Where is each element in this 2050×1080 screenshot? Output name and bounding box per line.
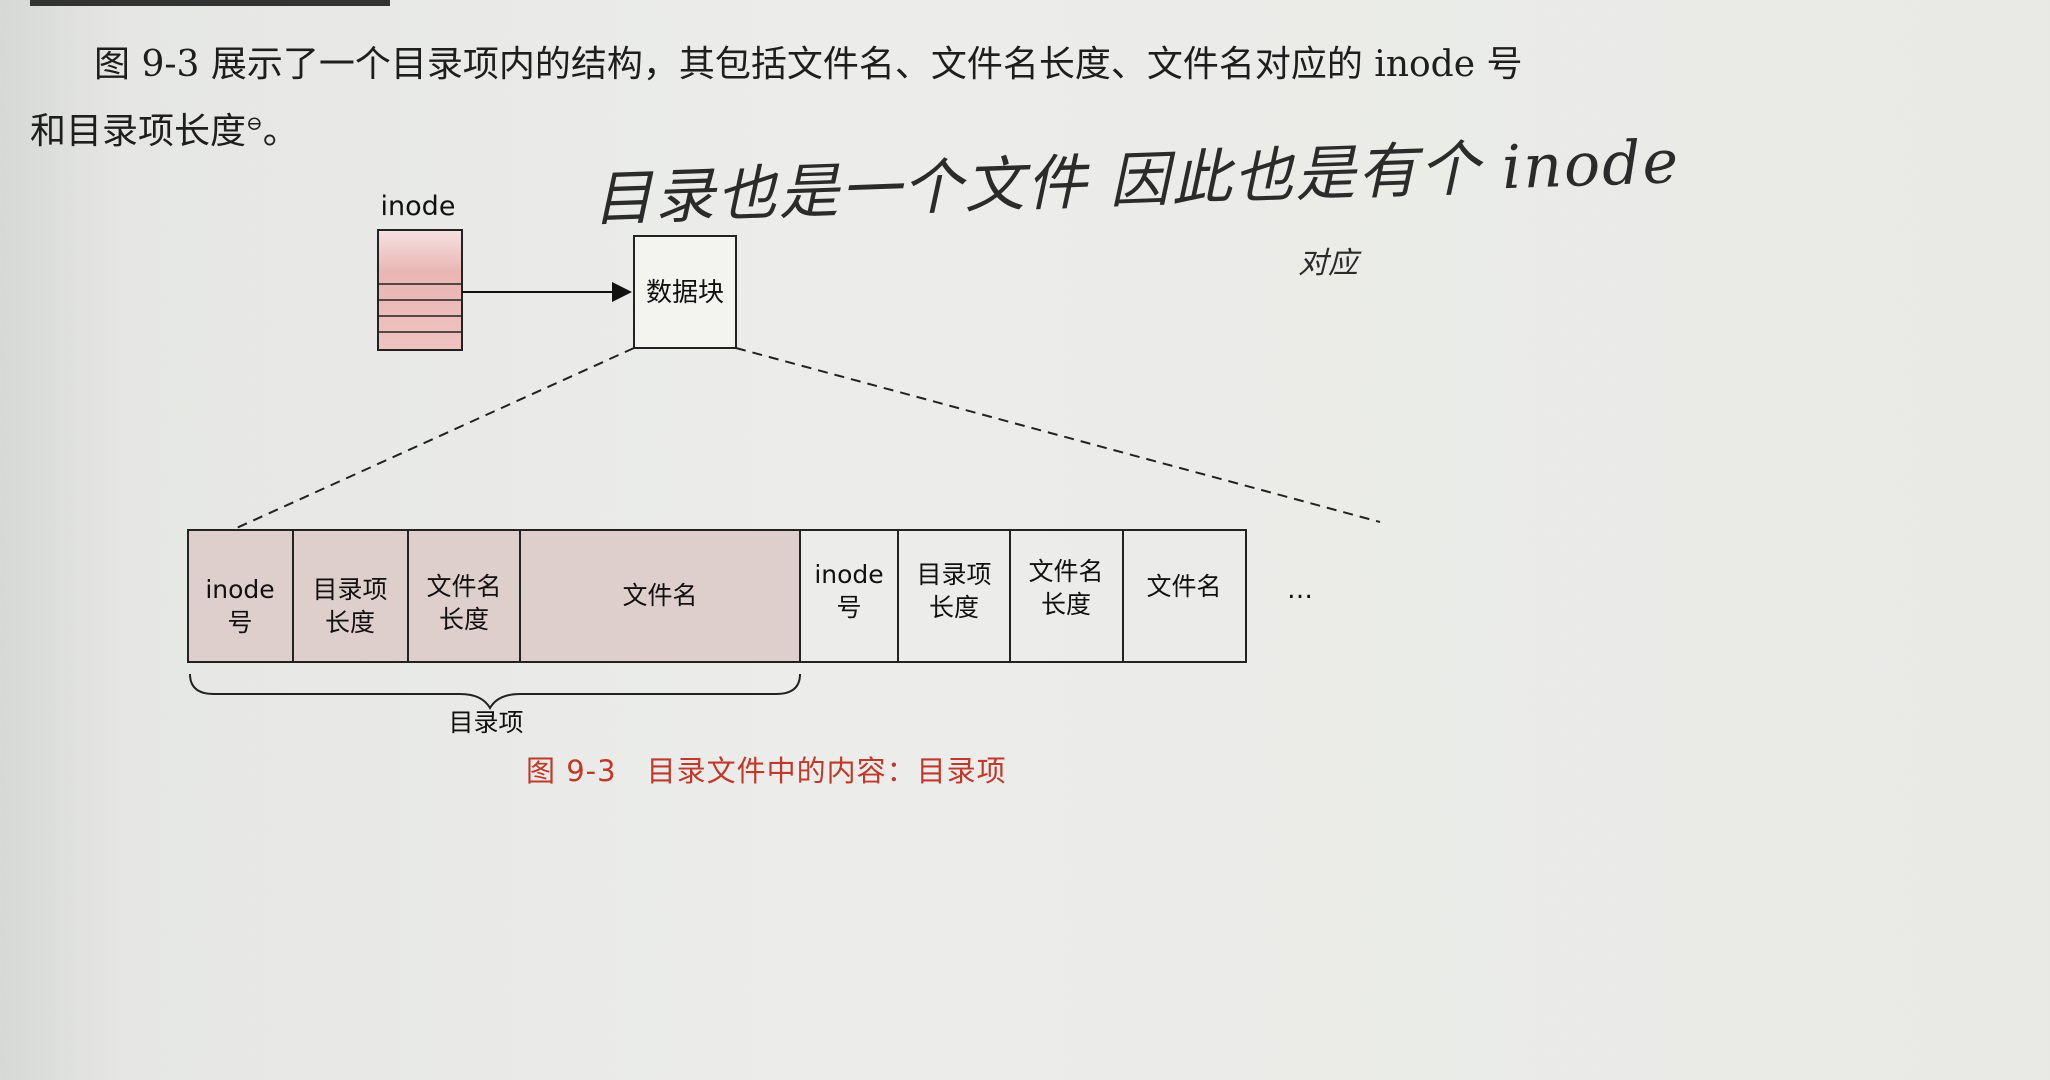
page-top-rule (30, 0, 390, 6)
cell-name-length: 文件名长度 (426, 572, 501, 634)
cell-file-name: 文件名 (622, 581, 697, 610)
handwritten-note-continued: 对应 (1298, 246, 1358, 281)
cell-file-name-2: 文件名 (1146, 572, 1221, 601)
inode-label: inode (381, 191, 456, 222)
cell-entry-length: 目录项长度 (312, 575, 387, 637)
paragraph-end: 。 (262, 111, 299, 152)
body-paragraph: 图 9-3 展示了一个目录项内的结构，其包括文件名、文件名长度、文件名对应的 i… (30, 36, 1540, 161)
ellipsis: … (1287, 575, 1313, 605)
entry-row (187, 529, 1247, 663)
brace-label: 目录项 (448, 708, 523, 737)
paragraph-text: 图 9-3 展示了一个目录项内的结构，其包括文件名、文件名长度、文件名对应的 i… (30, 44, 1523, 152)
zoom-line-left (187, 347, 635, 551)
figure-caption: 图 9-3 目录文件中的内容：目录项 (526, 754, 1007, 788)
entry-brace (189, 673, 801, 711)
inode-block (377, 229, 463, 351)
cell-name-length-2: 文件名长度 (1028, 557, 1103, 619)
first-entry-shade (188, 530, 800, 662)
cell-entry-length-2: 目录项长度 (916, 560, 991, 622)
data-block (633, 235, 737, 349)
footnote-mark: ⊖ (246, 111, 263, 135)
data-block-label: 数据块 (646, 278, 724, 308)
zoom-line-right (735, 347, 1381, 523)
